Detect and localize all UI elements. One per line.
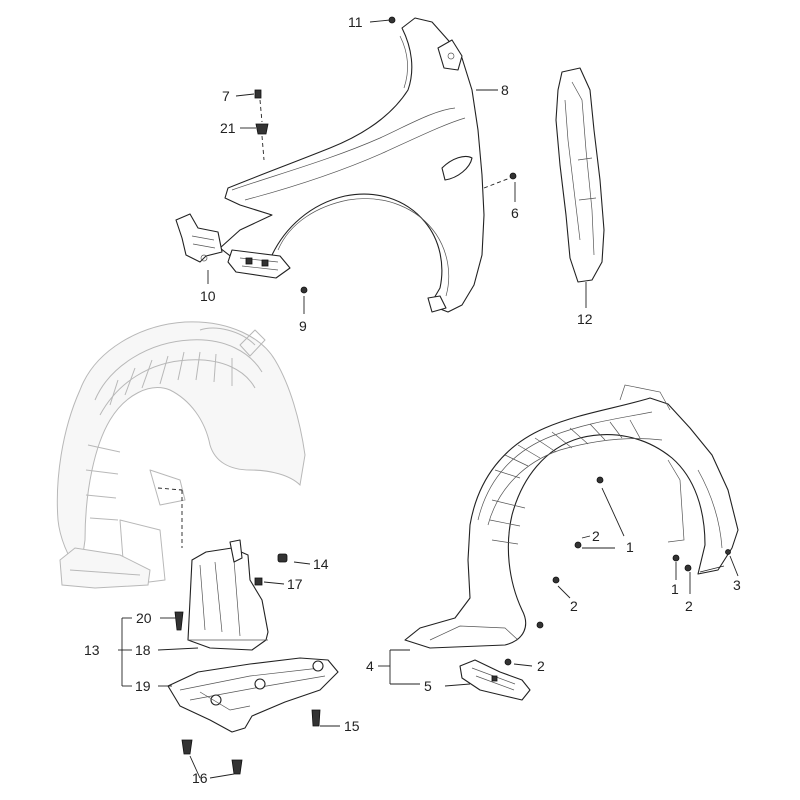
- bolt-16a: [181, 739, 193, 755]
- callout-18: 18: [135, 642, 151, 658]
- clip-14: [277, 553, 288, 563]
- callout-1b: 1: [671, 581, 679, 597]
- callout-2b: 2: [570, 598, 578, 614]
- callout-11: 11: [348, 14, 363, 30]
- under-cover-upper-part: [157, 487, 269, 651]
- callout-16: 16: [192, 770, 208, 786]
- callout-14: 14: [313, 556, 329, 572]
- fasteners: [174, 16, 517, 775]
- clip-21: [255, 123, 269, 135]
- callout-5: 5: [424, 678, 432, 694]
- ghost-wheel-house-liner-left: [56, 321, 306, 589]
- bolt-15: [311, 709, 321, 727]
- callout-labels: 11 7 21 8 6 10 9 12 14 17 20 13 18 19 15…: [84, 14, 741, 786]
- screw-6: [509, 172, 517, 180]
- callout-20: 20: [136, 610, 152, 626]
- screw-9: [300, 286, 308, 294]
- callout-3: 3: [733, 577, 741, 593]
- screw-20: [174, 611, 184, 631]
- callout-2d: 2: [685, 598, 693, 614]
- fender-bracket-part: [175, 213, 291, 279]
- callout-21: 21: [220, 120, 236, 136]
- callout-4: 4: [366, 658, 374, 674]
- fender-part: [219, 17, 511, 313]
- callout-2c: 2: [537, 658, 545, 674]
- callout-8: 8: [501, 82, 509, 98]
- fender-insulator-part: [555, 67, 605, 283]
- callout-7: 7: [222, 88, 230, 104]
- screw-7: [254, 89, 262, 99]
- callout-6: 6: [511, 205, 519, 221]
- mud-guard-part: [459, 659, 531, 701]
- callout-17: 17: [287, 576, 303, 592]
- callout-12: 12: [577, 311, 593, 327]
- bolt-16b: [231, 759, 243, 775]
- callout-2a: 2: [592, 528, 600, 544]
- wheel-house-liner-right-part: [404, 384, 739, 649]
- callout-10: 10: [200, 288, 216, 304]
- callout-13: 13: [84, 642, 100, 658]
- leader-lines: [118, 19, 739, 779]
- callout-9: 9: [299, 318, 307, 334]
- screw-2d: [504, 658, 512, 666]
- callout-1a: 1: [626, 539, 634, 555]
- nut-17: [254, 577, 263, 586]
- callout-19: 19: [135, 678, 151, 694]
- under-cover-lower-part: [167, 657, 339, 733]
- callout-15: 15: [344, 718, 360, 734]
